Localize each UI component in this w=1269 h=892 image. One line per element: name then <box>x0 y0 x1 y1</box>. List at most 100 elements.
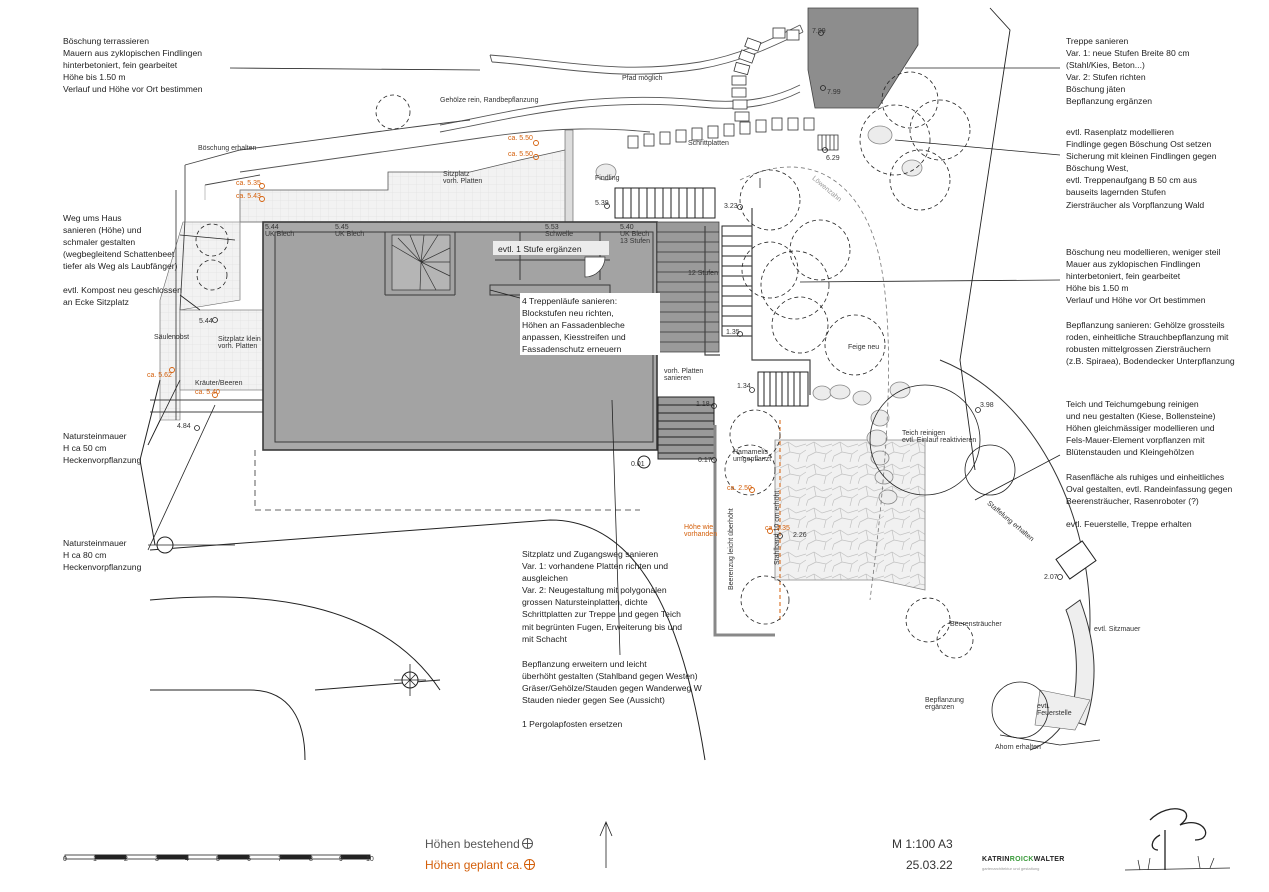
label-line: 5.45 <box>335 224 349 231</box>
height-existing: 7.99 <box>812 28 826 35</box>
height-existing: 1.18 <box>696 401 710 408</box>
trees <box>195 71 974 659</box>
note-line: Bepflanzung ergänzen <box>1066 96 1153 107</box>
note-line: Var. 1: vorhandene Platten richten und <box>522 561 669 572</box>
stair-12 <box>656 221 720 353</box>
label-line: Teich reinigen <box>902 430 946 437</box>
note-stufe-ergaenzen: evtl. 1 Stufe ergänzen <box>498 244 582 254</box>
note-bepflanzung-erweitern: Bepflanzung erweitern und leicht überhöh… <box>522 658 702 706</box>
note-line: Bepflanzung sanieren: Gehölze grossteils <box>1066 320 1225 330</box>
label-line: Schwelle <box>545 231 574 238</box>
note-line: Natursteinmauer <box>63 538 127 548</box>
label-line: vorh. Platten <box>218 343 258 350</box>
scale-tick: 10 <box>366 856 374 863</box>
label-kraeuter: Kräuter/Beeren <box>195 380 243 387</box>
height-planned: ca. 5.35 <box>236 180 261 187</box>
height-existing: 2.07 <box>1044 574 1058 581</box>
manhole-cross <box>394 664 426 696</box>
height-planned: ca. 2.35 <box>765 525 790 532</box>
label-line: evtl. Einlauf reaktivieren <box>902 437 977 444</box>
height-existing: 3.98 <box>980 402 994 409</box>
note-rasenflaeche: Rasenfläche als ruhiges und einheitliche… <box>1066 471 1232 507</box>
stair-se <box>1055 540 1097 580</box>
road <box>139 379 706 761</box>
feuerstelle-area <box>1034 689 1091 731</box>
brand-name: KATRINROICKWALTER <box>982 856 1065 863</box>
stair-right-small <box>817 134 839 151</box>
date-text: 25.03.22 <box>906 858 953 872</box>
label-gehoelze: Gehölze rein, Randbepflanzung <box>440 97 539 104</box>
brand-part: WALTER <box>1033 856 1065 863</box>
boulders <box>595 125 923 505</box>
height-existing: 7.99 <box>827 89 841 96</box>
scale-tick: 3 <box>155 856 159 863</box>
note-line: Heckenvorpflanzung <box>63 455 142 466</box>
label-line: UK Blech <box>265 231 295 238</box>
stufe-box <box>493 241 609 255</box>
note-line: Stauden nieder gegen See (Aussicht) <box>522 695 665 706</box>
note-boeschung-terrassieren: Böschung terrassieren Mauern aus zyklopi… <box>63 35 202 95</box>
height-existing: 1.35 <box>726 329 740 336</box>
upper-terrace-edge <box>239 128 651 173</box>
schacht-strip <box>564 129 574 223</box>
note-line: Bepflanzung erweitern und leicht <box>522 659 647 669</box>
note-line: tiefer als Weg als Laubfänger) <box>63 261 178 272</box>
note-line: und neu gestalten (Kiese, Bollensteine) <box>1066 411 1216 422</box>
note-line: Ziersträucher als Vorpflanzung Wald <box>1066 199 1205 210</box>
note-line: hinterbetoniert, fein gearbeitet <box>1066 271 1181 282</box>
logo-figure <box>1124 808 1231 871</box>
height-markers-existing <box>194 30 1063 580</box>
note-natursteinmauer-80: Natursteinmauer H ca 80 cm Heckenvorpfla… <box>63 537 141 573</box>
label-line: vorhanden <box>684 531 718 538</box>
note-line: ausgleichen <box>522 573 568 584</box>
note-line: evtl. Kompost neu geschlossen <box>63 285 182 295</box>
label-line: sanieren <box>664 375 691 382</box>
height-existing: 4.84 <box>177 423 191 430</box>
label-line: Feuerstelle <box>1037 710 1072 717</box>
stair-13 <box>614 187 716 219</box>
dashed-edge <box>254 450 640 511</box>
note-line: Höhe bis 1.50 m <box>63 72 126 83</box>
note-bepflanzung-sanieren: Bepflanzung sanieren: Gehölze grossteils… <box>1066 319 1235 367</box>
height-existing: 5.39 <box>595 200 609 207</box>
height-planned: ca. 2.50 <box>727 485 752 492</box>
label-line: evtl. <box>1037 703 1050 710</box>
height-planned: ca. 5.50 <box>508 135 533 142</box>
height-existing: 0.17 <box>698 457 712 464</box>
legend-planned-label: Höhen geplant ca. <box>425 858 523 872</box>
note-line: Teich und Teichumgebung reinigen <box>1066 399 1199 409</box>
height-existing: 1.34 <box>737 383 751 390</box>
note-line: Böschung jäten <box>1066 84 1126 95</box>
north-arrow <box>599 820 613 868</box>
label-line: Sitzplatz klein <box>218 336 261 343</box>
note-line: Blockstufen neu richten, <box>522 308 614 319</box>
label-line: 5.44 <box>265 224 279 231</box>
note-line: evtl. Rasenplatz modellieren <box>1066 127 1174 137</box>
note-teich: Teich und Teichumgebung reinigen und neu… <box>1066 398 1216 458</box>
note-line: (z.B. Spiraea), Bodendecker Unterpflanzu… <box>1066 356 1235 367</box>
door-swing <box>584 256 606 278</box>
scale-bar <box>64 854 371 860</box>
note-line: hinterbetoniert, fein gearbeitet <box>63 60 178 71</box>
note-line: H ca 50 cm <box>63 443 107 454</box>
stair-steps-top <box>772 27 800 41</box>
note-line: Mauern aus zyklopischen Findlingen <box>63 48 203 59</box>
pond-stone-area <box>774 439 926 591</box>
height-planned: ca. 5.40 <box>195 389 220 396</box>
height-planned: ca. 5.62 <box>147 372 172 379</box>
note-line: Natursteinmauer <box>63 431 127 441</box>
note-line: Böschung terrassieren <box>63 36 149 46</box>
scale-text: M 1:100 A3 <box>892 837 953 851</box>
note-line: Schrittplatten zur Treppe und gegen Teic… <box>522 609 681 620</box>
note-line: Blütenstauden und Kleingehölzen <box>1066 447 1195 458</box>
note-line: Höhe bis 1.50 m <box>1066 283 1129 294</box>
note-bg <box>520 293 660 355</box>
label-ahorn: Ahorn erhalten <box>995 744 1041 751</box>
note-line: Fels-Mauer-Element vorpflanzen mit <box>1066 435 1205 446</box>
height-existing: 5.44 <box>199 318 213 325</box>
